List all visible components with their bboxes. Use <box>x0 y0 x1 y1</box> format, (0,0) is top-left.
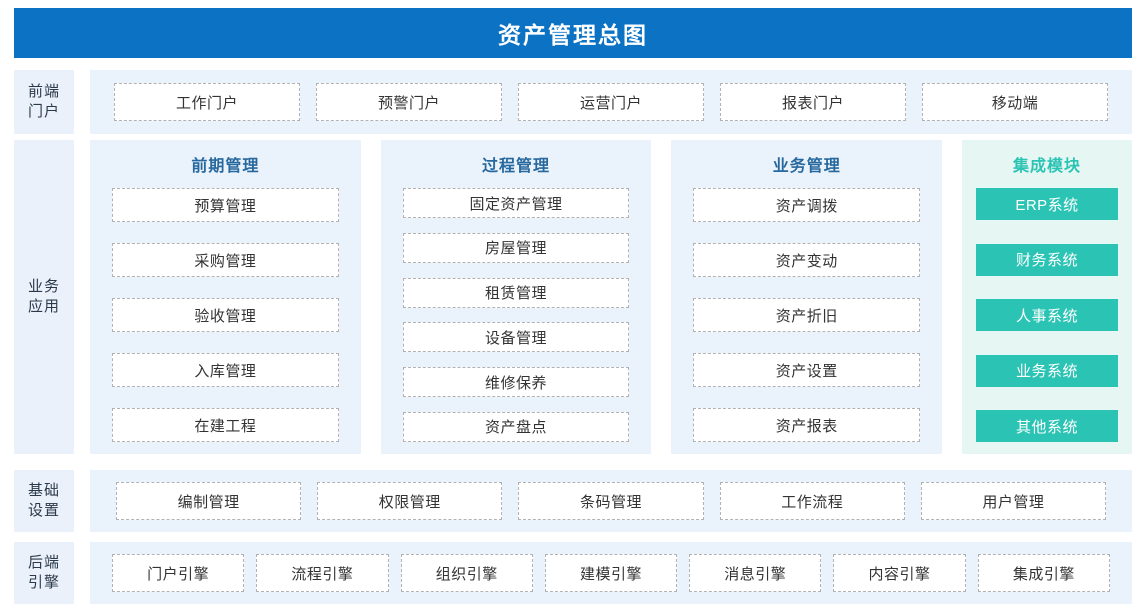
base-item-establishment-management[interactable]: 编制管理 <box>116 482 302 520</box>
business-column-integration: 集成模块 ERP系统 财务系统 人事系统 业务系统 其他系统 <box>962 140 1132 454</box>
biz-item-construction-in-progress[interactable]: 在建工程 <box>112 408 339 442</box>
integration-item-other-system[interactable]: 其他系统 <box>976 410 1118 442</box>
portal-item-report[interactable]: 报表门户 <box>720 83 906 121</box>
biz-item-purchase-management[interactable]: 采购管理 <box>112 243 339 277</box>
integration-item-erp-system[interactable]: ERP系统 <box>976 188 1118 220</box>
biz-item-acceptance-management[interactable]: 验收管理 <box>112 298 339 332</box>
biz-item-warehousing-management[interactable]: 入库管理 <box>112 353 339 387</box>
integration-item-business-system[interactable]: 业务系统 <box>976 354 1118 387</box>
column-title-process: 过程管理 <box>482 158 551 175</box>
portal-item-mobile[interactable]: 移动端 <box>922 83 1108 121</box>
biz-item-equipment-management[interactable]: 设备管理 <box>402 322 630 353</box>
column-items-early-stage: 预算管理 采购管理 验收管理 入库管理 在建工程 <box>112 188 339 442</box>
base-item-barcode-management[interactable]: 条码管理 <box>518 482 704 520</box>
front-portal-items: 工作门户 预警门户 运营门户 报表门户 移动端 <box>90 70 1132 134</box>
business-column-business: 业务管理 资产调拨 资产变动 资产折旧 资产设置 资产报表 <box>671 140 943 454</box>
base-settings-items: 编制管理 权限管理 条码管理 工作流程 用户管理 <box>90 470 1132 532</box>
row-label-base-line1: 基础 <box>27 482 60 499</box>
row-label-business-line1: 业务 <box>27 278 60 295</box>
page-title: 资产管理总图 <box>498 22 648 48</box>
biz-item-asset-change[interactable]: 资产变动 <box>693 243 921 277</box>
biz-item-asset-report[interactable]: 资产报表 <box>693 408 921 442</box>
engine-item-modeling-engine[interactable]: 建模引擎 <box>544 554 678 592</box>
column-items-integration: ERP系统 财务系统 人事系统 业务系统 其他系统 <box>976 188 1118 442</box>
business-column-early-stage: 前期管理 预算管理 采购管理 验收管理 入库管理 在建工程 <box>90 140 361 454</box>
column-items-business: 资产调拨 资产变动 资产折旧 资产设置 资产报表 <box>693 188 921 442</box>
column-title-early-stage: 前期管理 <box>191 158 260 175</box>
column-title-business: 业务管理 <box>772 158 841 175</box>
biz-item-budget-management[interactable]: 预算管理 <box>112 188 339 222</box>
row-label-front-portal-line2: 门户 <box>27 103 60 120</box>
business-column-process: 过程管理 固定资产管理 房屋管理 租赁管理 设备管理 维修保养 资产盘点 <box>380 140 652 454</box>
row-label-business-application: 业务 应用 <box>14 140 74 454</box>
integration-item-hr-system[interactable]: 人事系统 <box>976 299 1118 331</box>
portal-item-alert[interactable]: 预警门户 <box>316 83 502 121</box>
row-label-front-portal: 前端 门户 <box>14 70 74 134</box>
biz-item-maintenance[interactable]: 维修保养 <box>402 367 630 398</box>
row-label-base-settings: 基础 设置 <box>14 470 74 532</box>
diagram-title-bar: 资产管理总图 <box>14 8 1132 58</box>
engine-item-message-engine[interactable]: 消息引擎 <box>689 554 822 592</box>
integration-item-finance-system[interactable]: 财务系统 <box>976 243 1118 276</box>
engine-item-integration-engine[interactable]: 集成引擎 <box>977 554 1110 592</box>
base-item-user-management[interactable]: 用户管理 <box>920 482 1107 520</box>
portal-item-operation[interactable]: 运营门户 <box>518 83 704 121</box>
row-label-business-line2: 应用 <box>27 298 60 315</box>
row-label-base-line2: 设置 <box>27 502 60 519</box>
biz-item-house-management[interactable]: 房屋管理 <box>402 232 630 263</box>
biz-item-fixed-asset-management[interactable]: 固定资产管理 <box>402 188 630 218</box>
row-label-engine-line2: 引擎 <box>27 574 60 591</box>
engine-item-process-engine[interactable]: 流程引擎 <box>256 554 389 592</box>
engine-item-portal-engine[interactable]: 门户引擎 <box>112 554 245 592</box>
base-item-permission-management[interactable]: 权限管理 <box>317 482 503 520</box>
engine-item-organization-engine[interactable]: 组织引擎 <box>400 554 533 592</box>
column-items-process: 固定资产管理 房屋管理 租赁管理 设备管理 维修保养 资产盘点 <box>402 188 630 442</box>
biz-item-asset-inventory[interactable]: 资产盘点 <box>402 411 630 442</box>
engine-item-content-engine[interactable]: 内容引擎 <box>833 554 966 592</box>
row-label-engine-line1: 后端 <box>27 554 60 571</box>
biz-item-asset-transfer[interactable]: 资产调拨 <box>693 188 921 222</box>
biz-item-lease-management[interactable]: 租赁管理 <box>402 277 630 308</box>
biz-item-asset-depreciation[interactable]: 资产折旧 <box>693 298 921 332</box>
row-label-backend-engine: 后端 引擎 <box>14 542 74 604</box>
biz-item-asset-settings[interactable]: 资产设置 <box>693 353 921 387</box>
backend-engine-items: 门户引擎 流程引擎 组织引擎 建模引擎 消息引擎 内容引擎 集成引擎 <box>90 542 1132 604</box>
column-title-integration: 集成模块 <box>1013 158 1082 175</box>
portal-item-work[interactable]: 工作门户 <box>114 83 300 121</box>
base-item-workflow[interactable]: 工作流程 <box>719 482 905 520</box>
row-label-front-portal-line1: 前端 <box>27 83 60 100</box>
business-columns: 前期管理 预算管理 采购管理 验收管理 入库管理 在建工程 过程管理 固定资产管… <box>90 140 1132 454</box>
